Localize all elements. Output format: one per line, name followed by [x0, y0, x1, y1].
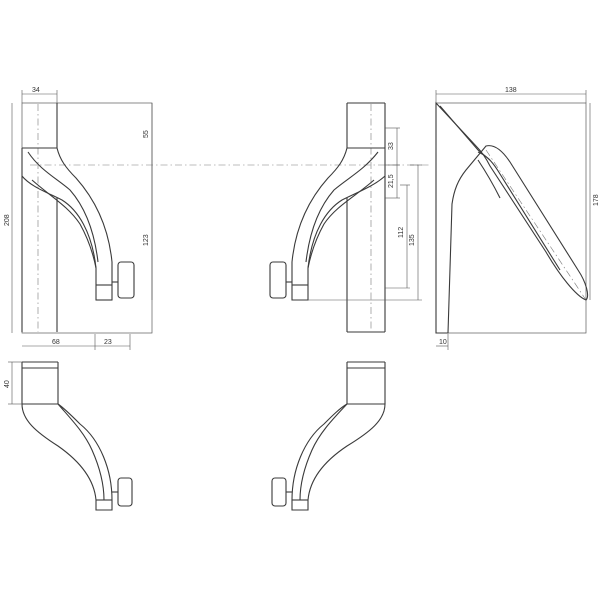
- dim-208: 208: [4, 214, 11, 226]
- dim-135: 135: [409, 234, 416, 246]
- dim-33: 33: [388, 142, 395, 150]
- dim-138: 138: [505, 87, 517, 94]
- mirrored-front-view-dimensions: 33 21,5 112 135: [308, 127, 422, 301]
- plan-view-right: [271, 361, 386, 511]
- dim-68: 68: [52, 339, 60, 346]
- dim-40: 40: [4, 380, 11, 388]
- dim-112: 112: [398, 227, 405, 238]
- front-view-dimensions: 34 55 123 208 68 23: [4, 87, 153, 350]
- dim-123: 123: [143, 234, 150, 246]
- side-view: [435, 101, 589, 334]
- dim-21-5: 21,5: [388, 174, 395, 188]
- side-view-dimensions: 138 178 10: [435, 87, 600, 350]
- plan-view-dimensions: 40: [4, 361, 22, 405]
- dim-55: 55: [143, 130, 150, 138]
- plan-view-left: [21, 361, 133, 511]
- mirrored-front-view: [269, 102, 386, 333]
- front-view: [21, 102, 430, 334]
- dim-178: 178: [593, 194, 600, 206]
- dim-10: 10: [439, 339, 447, 346]
- dim-23: 23: [104, 339, 112, 346]
- dim-34: 34: [32, 87, 40, 94]
- side-view-envelope: [435, 102, 587, 334]
